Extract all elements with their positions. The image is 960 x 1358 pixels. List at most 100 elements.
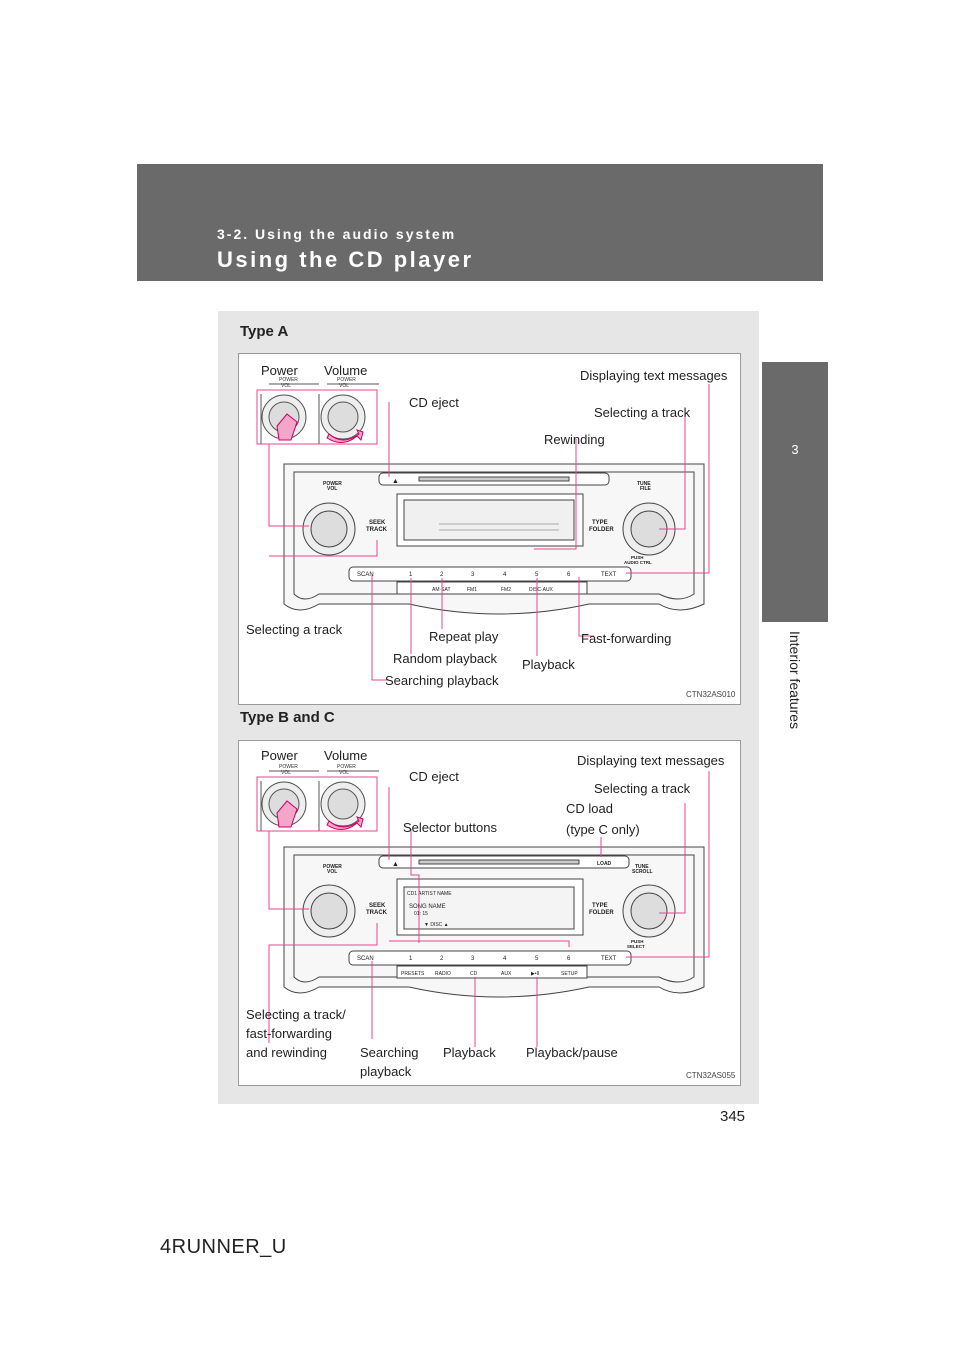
svg-text:DISC·AUX: DISC·AUX bbox=[529, 587, 554, 593]
label-power: Power bbox=[261, 363, 298, 378]
svg-text:TEXT: TEXT bbox=[601, 572, 617, 578]
svg-text:FILE: FILE bbox=[640, 486, 651, 492]
svg-text:▲: ▲ bbox=[392, 861, 399, 868]
label-playback-b: Playback bbox=[443, 1045, 496, 1060]
svg-text:TYPE: TYPE bbox=[592, 903, 608, 909]
svg-text:AUDIO CTRL: AUDIO CTRL bbox=[624, 560, 652, 565]
svg-text:SEEK: SEEK bbox=[369, 903, 386, 909]
svg-text:5: 5 bbox=[535, 572, 539, 578]
label-rewinding: Rewinding bbox=[544, 432, 605, 447]
svg-text:VOL: VOL bbox=[281, 770, 291, 776]
radio-b-display-text: CD1 ARTIST NAME SONG NAME 01: 15 ▼ DISC … bbox=[407, 891, 452, 928]
svg-text:VOL: VOL bbox=[327, 869, 337, 875]
svg-text:VOL: VOL bbox=[339, 383, 349, 389]
label-cd-load-1: CD load bbox=[566, 801, 613, 816]
svg-text:2: 2 bbox=[440, 956, 444, 962]
svg-text:FOLDER: FOLDER bbox=[589, 910, 614, 916]
type-bc-title: Type B and C bbox=[240, 709, 335, 726]
label-volume: Volume bbox=[324, 363, 368, 378]
radio-unit-b: ▲ bbox=[283, 846, 705, 998]
label-selecting-track-right: Selecting a track bbox=[594, 405, 691, 420]
svg-text:2: 2 bbox=[440, 572, 444, 578]
svg-text:CD: CD bbox=[470, 971, 478, 977]
label-cd-load-2: (type C only) bbox=[566, 822, 640, 837]
footer-model: 4RUNNER_U bbox=[160, 1236, 287, 1258]
svg-text:SONG NAME: SONG NAME bbox=[409, 904, 446, 910]
svg-text:4: 4 bbox=[503, 572, 507, 578]
svg-text:FM2: FM2 bbox=[501, 587, 511, 593]
svg-text:POWER: POWER bbox=[337, 764, 356, 770]
figure-code-a: CTN32AS010 bbox=[686, 690, 736, 699]
label-selecting-track-left-2: fast-forwarding bbox=[246, 1026, 332, 1041]
chapter-header: 3-2. Using the audio system Using the CD… bbox=[137, 164, 823, 281]
label-cd-eject: CD eject bbox=[409, 395, 459, 410]
type-a-title: Type A bbox=[240, 323, 289, 340]
radio-load-label: LOAD bbox=[597, 861, 612, 867]
svg-text:SELECT: SELECT bbox=[627, 944, 645, 949]
label-displaying-text: Displaying text messages bbox=[580, 368, 728, 383]
svg-text:POWER: POWER bbox=[279, 377, 298, 383]
power-knob-detail-b: POWER VOL bbox=[260, 764, 319, 831]
type-bc-illustration: POWER VOL POWER VOL ▲ POWER bbox=[256, 764, 710, 1047]
label-selecting-track-right-b: Selecting a track bbox=[594, 781, 691, 796]
svg-text:VOL: VOL bbox=[327, 486, 337, 492]
label-searching-1: Searching bbox=[360, 1045, 419, 1060]
svg-text:▼ DISC ▲: ▼ DISC ▲ bbox=[424, 922, 449, 928]
svg-text:SETUP: SETUP bbox=[561, 971, 578, 977]
radio-a-button-row: SCAN 1 2 3 4 5 6 TEXT AM·SAT FM1 FM2 DIS… bbox=[357, 572, 617, 593]
type-a-diagram: POWER VOL POWER VOL ▲ bbox=[238, 353, 741, 705]
svg-text:TEXT: TEXT bbox=[601, 956, 617, 962]
svg-text:AUX: AUX bbox=[501, 971, 512, 977]
svg-text:TRACK: TRACK bbox=[366, 527, 388, 533]
svg-text:FM1: FM1 bbox=[467, 587, 477, 593]
svg-text:POWER: POWER bbox=[279, 764, 298, 770]
radio-push-audio-label: PUSH bbox=[631, 555, 644, 560]
label-searching-playback: Searching playback bbox=[385, 673, 499, 688]
svg-text:TRACK: TRACK bbox=[366, 910, 388, 916]
svg-text:SCAN: SCAN bbox=[357, 572, 374, 578]
svg-text:1: 1 bbox=[409, 572, 413, 578]
svg-text:6: 6 bbox=[567, 956, 571, 962]
label-selector-buttons: Selector buttons bbox=[403, 820, 497, 835]
label-random-playback: Random playback bbox=[393, 651, 498, 666]
radio-unit-a: ▲ bbox=[283, 463, 705, 615]
label-displaying-text-b: Displaying text messages bbox=[577, 753, 725, 768]
svg-text:SCROLL: SCROLL bbox=[632, 869, 653, 875]
radio-type-folder-label: TYPE bbox=[592, 520, 608, 526]
type-a-callouts bbox=[256, 384, 710, 681]
label-playback-pause: Playback/pause bbox=[526, 1045, 618, 1060]
label-selecting-track-left: Selecting a track bbox=[246, 622, 343, 637]
svg-text:4: 4 bbox=[503, 956, 507, 962]
svg-text:6: 6 bbox=[567, 572, 571, 578]
type-bc-diagram: POWER VOL POWER VOL ▲ POWER bbox=[238, 740, 741, 1086]
svg-text:PRESETS: PRESETS bbox=[401, 971, 425, 977]
svg-text:1: 1 bbox=[409, 956, 413, 962]
svg-text:3: 3 bbox=[471, 956, 475, 962]
svg-text:POWER: POWER bbox=[337, 377, 356, 383]
section-title: 3-2. Using the audio system bbox=[217, 226, 457, 242]
chapter-number: 3 bbox=[791, 442, 799, 457]
svg-text:VOL: VOL bbox=[339, 770, 349, 776]
label-cd-eject-b: CD eject bbox=[409, 769, 459, 784]
radio-tune-file-label: TUNE bbox=[637, 481, 651, 487]
volume-knob-detail-b: POWER VOL bbox=[318, 764, 379, 831]
svg-text:AM·SAT: AM·SAT bbox=[432, 587, 451, 593]
page-number: 345 bbox=[720, 1108, 746, 1125]
svg-text:01: 15: 01: 15 bbox=[414, 911, 428, 917]
label-selecting-track-left-1: Selecting a track/ bbox=[246, 1007, 346, 1022]
svg-text:FOLDER: FOLDER bbox=[589, 527, 614, 533]
label-power-b: Power bbox=[261, 748, 298, 763]
chapter-side-label: Interior features bbox=[787, 630, 803, 730]
label-volume-b: Volume bbox=[324, 748, 368, 763]
chapter-side-tab: 3 bbox=[762, 362, 828, 622]
radio-power-vol-label: POWER bbox=[323, 481, 342, 487]
radio-seek-track-label: SEEK bbox=[369, 520, 386, 526]
page-title: Using the CD player bbox=[217, 247, 474, 272]
volume-knob-detail: POWER VOL bbox=[318, 377, 379, 444]
svg-text:▶•II: ▶•II bbox=[531, 971, 539, 977]
svg-text:5: 5 bbox=[535, 956, 539, 962]
svg-text:POWER: POWER bbox=[323, 864, 342, 870]
type-bc-callouts bbox=[256, 771, 710, 1047]
label-repeat-play: Repeat play bbox=[429, 629, 499, 644]
svg-text:RADIO: RADIO bbox=[435, 971, 451, 977]
